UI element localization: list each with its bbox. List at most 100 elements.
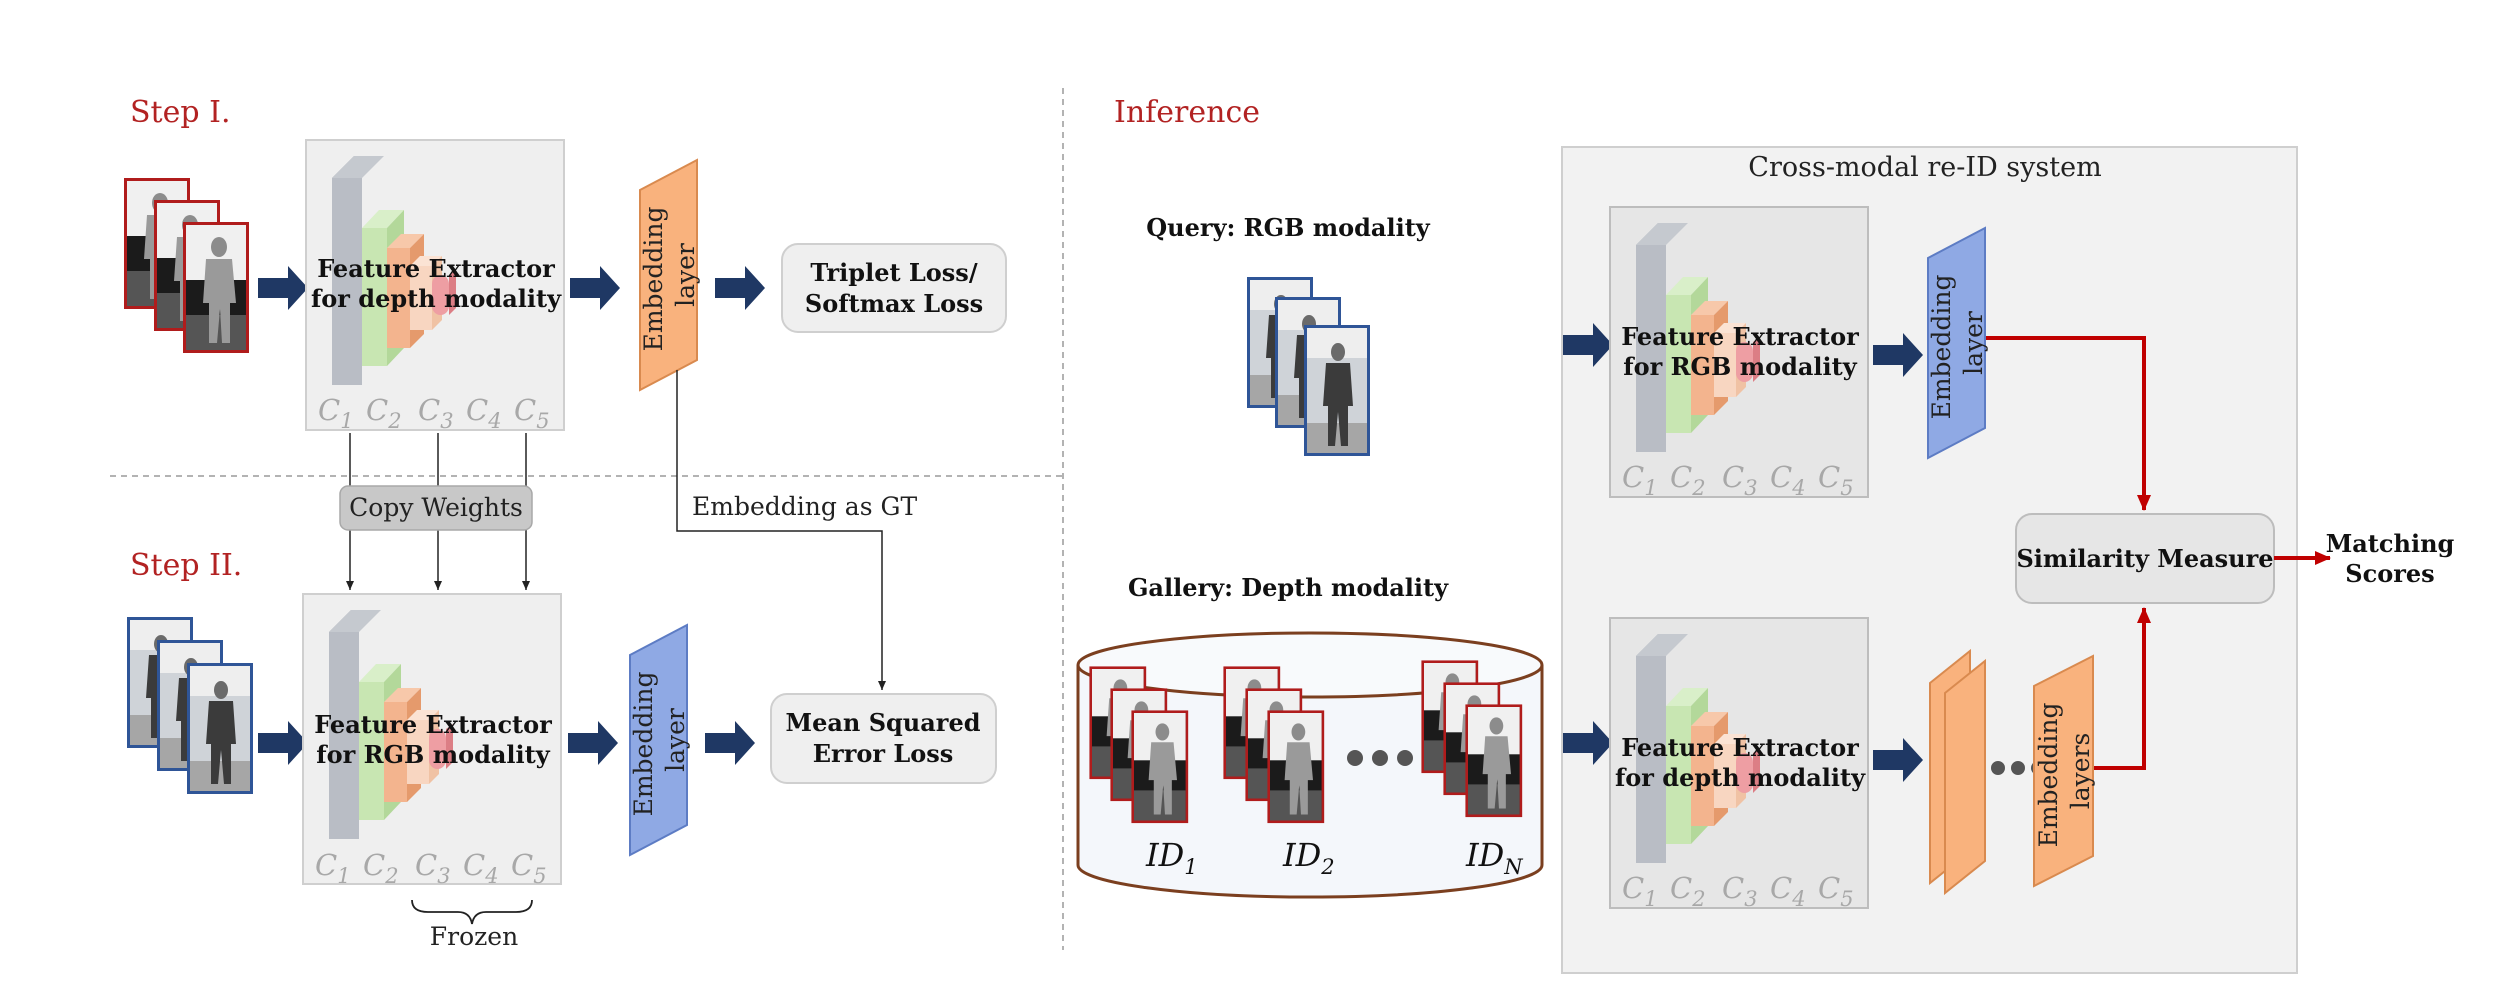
svg-text:C1: C1 <box>318 393 354 433</box>
stage-label-c: C <box>318 393 340 427</box>
step1-title: Step I. <box>130 95 231 130</box>
embedding-line1: Embedding <box>629 672 658 817</box>
svg-text:C4: C4 <box>466 393 502 433</box>
depth-extractor-line2: for depth modality <box>1615 763 1866 792</box>
step1-extractor-line1: Feature Extractor <box>317 254 555 283</box>
copy-weights-box: Copy Weights <box>339 485 533 531</box>
rgb-feature-extractor: Feature Extractor for RGB modality C1 C2… <box>1609 206 1869 500</box>
stage-label-c: C <box>418 393 440 427</box>
id2-label: ID2 <box>1282 836 1335 879</box>
gallery-cylinder: ID1 ID2 IDN <box>1076 631 1544 899</box>
embedding-line2: layer <box>661 708 690 772</box>
stage-sub: 1 <box>1644 887 1657 911</box>
svg-text:C2: C2 <box>1670 871 1706 911</box>
step1-loss-line1: Triplet Loss/ <box>810 258 977 287</box>
query-rgb-stack <box>1247 277 1370 456</box>
stage-sub: 3 <box>440 409 453 433</box>
svg-text:C3: C3 <box>1722 460 1758 500</box>
stage-label-c: C <box>1818 460 1840 494</box>
stage-sub: 5 <box>1840 476 1853 500</box>
step2-loss-line2: Error Loss <box>813 739 954 768</box>
rgb-extractor-line1: Feature Extractor <box>1621 322 1859 351</box>
arrow-right-icon <box>715 266 765 310</box>
depth-to-similarity-arrow <box>2094 607 2151 770</box>
step2-loss-line1: Mean Squared <box>786 708 981 737</box>
similarity-label: Similarity Measure <box>2016 544 2273 573</box>
arrow-right-icon <box>705 721 755 765</box>
copy-weights-connectors <box>346 433 530 590</box>
stage-sub: 4 <box>1791 476 1805 500</box>
stage-sub: 2 <box>387 409 401 433</box>
svg-text:C2: C2 <box>363 848 399 888</box>
stage-label-c: C <box>363 848 385 882</box>
stage-sub: 3 <box>437 864 450 888</box>
rgb-extractor-line2: for RGB modality <box>1623 352 1857 381</box>
step1-embedding-label: Embedding layer <box>639 199 700 352</box>
similarity-measure-box: Similarity Measure <box>2015 513 2275 604</box>
stage-label-c: C <box>1818 871 1840 905</box>
arrow-right-icon <box>258 721 308 765</box>
copy-weights-label: Copy Weights <box>349 493 523 522</box>
embedding-as-gt-label: Embedding as GT <box>692 492 917 521</box>
stage-sub: 1 <box>340 409 353 433</box>
matching-scores-line2: Scores <box>2345 559 2434 588</box>
arrow-right-icon <box>570 266 620 310</box>
stage-label-c: C <box>1670 871 1692 905</box>
stage-label-c: C <box>415 848 437 882</box>
svg-text:C2: C2 <box>1670 460 1706 500</box>
stage-sub: 5 <box>533 864 546 888</box>
inference-title: Inference <box>1114 95 1260 130</box>
gallery-label: Gallery: Depth modality <box>1128 573 1449 602</box>
stage-sub: 1 <box>1644 476 1657 500</box>
arrow-right-icon <box>568 721 618 765</box>
stage-sub: 5 <box>536 409 549 433</box>
embedding-line1: Embedding <box>639 207 668 352</box>
arrow-right-icon <box>1563 721 1613 765</box>
svg-text:C3: C3 <box>1722 871 1758 911</box>
stage-label-c: C <box>511 848 533 882</box>
stage-label-c: C <box>1722 871 1744 905</box>
id-sub: 2 <box>1320 855 1334 879</box>
stage-sub: 4 <box>487 409 501 433</box>
depth-stage-labels: C1 C2 C3 C4 C5 <box>1622 871 1854 911</box>
svg-text:C3: C3 <box>415 848 451 888</box>
arrow-right-icon <box>1873 333 1923 377</box>
stage-label-c: C <box>1622 871 1644 905</box>
stage-label-c: C <box>366 393 388 427</box>
step2-stage-labels: C1 C2 C3 C4 C5 <box>315 848 547 888</box>
step2-title: Step II. <box>130 548 242 583</box>
step1-stage-labels: C1 C2 C3 C4 C5 <box>318 393 550 433</box>
stage-sub: 1 <box>337 864 350 888</box>
step2-feature-extractor: Feature Extractor for RGB modality C1 C2… <box>302 593 562 888</box>
stage-sub: 2 <box>384 864 398 888</box>
ellipsis-dots-icon <box>1347 750 1413 766</box>
arrow-right-icon <box>1563 323 1613 367</box>
step2-embedding-label: Embedding layer <box>629 664 690 817</box>
step1-loss-line2: Softmax Loss <box>805 289 983 318</box>
svg-text:C1: C1 <box>1622 871 1658 911</box>
step1-loss-box: Triplet Loss/ Softmax Loss <box>781 243 1007 333</box>
id-text: ID <box>1282 836 1321 874</box>
svg-text:C3: C3 <box>418 393 454 433</box>
svg-text:C2: C2 <box>366 393 402 433</box>
frozen-label: Frozen <box>430 922 518 951</box>
svg-text:C5: C5 <box>1818 460 1854 500</box>
stage-label-c: C <box>1670 460 1692 494</box>
depth-embedding-layers: Embedding layers <box>1929 648 2095 896</box>
matching-scores-line1: Matching <box>2326 529 2455 558</box>
stage-label-c: C <box>466 393 488 427</box>
step1-extractor-line2: for depth modality <box>311 284 562 313</box>
svg-text:C5: C5 <box>514 393 550 433</box>
id-text: ID <box>1145 836 1184 874</box>
svg-text:C1: C1 <box>315 848 351 888</box>
id-sub: 1 <box>1184 855 1197 879</box>
stage-sub: 4 <box>484 864 498 888</box>
stage-label-c: C <box>1722 460 1744 494</box>
id-text: ID <box>1465 836 1504 874</box>
step1-feature-extractor: Feature Extractor for depth modality C1 … <box>305 139 565 433</box>
embedding-as-gt-line <box>676 370 886 690</box>
svg-text:C5: C5 <box>1818 871 1854 911</box>
stage-label-c: C <box>1770 871 1792 905</box>
depth-extractor-line1: Feature Extractor <box>1621 733 1859 762</box>
